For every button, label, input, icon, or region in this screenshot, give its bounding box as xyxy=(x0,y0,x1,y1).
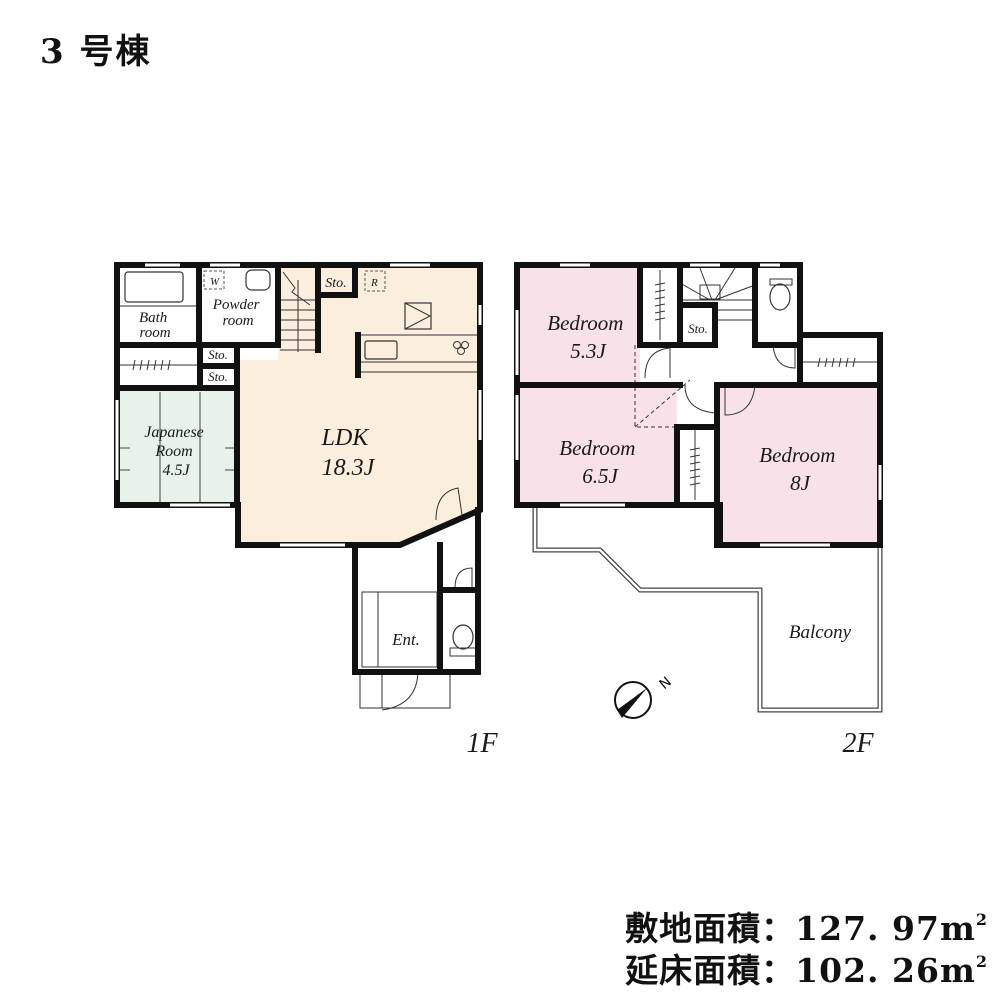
svg-text:Bath room: Bath room xyxy=(139,310,171,341)
entrance-label: Ent. xyxy=(391,630,420,649)
svg-text:Bedroom 8J: Bedroom 8J xyxy=(759,443,840,495)
sto-label-2: Sto. xyxy=(208,369,228,384)
washer-label: W xyxy=(210,276,220,288)
powder-label-2: room xyxy=(222,313,253,329)
powder-label-1: Powder xyxy=(212,297,260,313)
ldk-label: LDK xyxy=(321,425,371,451)
japanese-room-label-2: Room xyxy=(154,443,192,460)
bedroom-a-size: 5.3J xyxy=(570,339,607,363)
north-label: N xyxy=(657,674,675,693)
sto-label-kitchen: Sto. xyxy=(325,276,346,291)
sto-label-2f: Sto. xyxy=(688,321,708,336)
svg-text:Japanese Room 4.5J: Japanese Room 4.5J xyxy=(144,424,208,479)
bedroom-c-size: 8J xyxy=(790,471,812,495)
ldk-fill xyxy=(238,265,480,545)
floor-area-value: 102. 26 xyxy=(795,951,940,990)
fridge-label: R xyxy=(370,277,378,289)
bedroom-5-3-fill xyxy=(517,265,640,385)
balcony-label: Balcony xyxy=(789,622,852,643)
bedroom-b-size: 6.5J xyxy=(582,464,619,488)
building-title: 3 号棟 xyxy=(40,32,152,72)
bath-label-1: Bath xyxy=(139,310,167,326)
bedroom-6-5-fill xyxy=(517,388,677,503)
floor-area-label: 延床面積 xyxy=(625,951,762,990)
floor-2-label: 2F xyxy=(842,728,874,759)
svg-text:Powder room: Powder room xyxy=(212,297,263,329)
floor-1-plan: W R xyxy=(114,262,498,759)
ldk-size: 18.3J xyxy=(322,455,376,481)
site-area-value: 127. 97 xyxy=(795,909,940,948)
japanese-room-size: 4.5J xyxy=(162,462,190,479)
bedroom-c-label: Bedroom xyxy=(759,443,835,467)
bedroom-b-label: Bedroom xyxy=(559,436,635,460)
site-area-label: 敷地面積 xyxy=(625,909,762,948)
floor-2-plan: Bedroom 5.3J Sto. Bedroom 6.5J Bedroom 8… xyxy=(514,262,883,759)
svg-text:Bedroom 6.5J: Bedroom 6.5J xyxy=(559,436,640,488)
compass-icon: N xyxy=(614,674,675,719)
floor-area-row: 延床面積：102. 26m2 xyxy=(625,951,988,990)
japanese-room-fill xyxy=(117,388,237,505)
sto-label-1: Sto. xyxy=(208,347,228,362)
bath-label-2: room xyxy=(139,325,170,341)
svg-text:Bedroom 5.3J: Bedroom 5.3J xyxy=(547,311,628,363)
site-area-row: 敷地面積：127. 97m2 xyxy=(625,909,988,948)
japanese-room-label-1: Japanese xyxy=(144,424,204,441)
bedroom-8-fill xyxy=(720,385,880,545)
bedroom-a-label: Bedroom xyxy=(547,311,623,335)
svg-text:LDK 18.3J: LDK 18.3J xyxy=(321,425,376,481)
floor-1-label: 1F xyxy=(466,728,498,759)
